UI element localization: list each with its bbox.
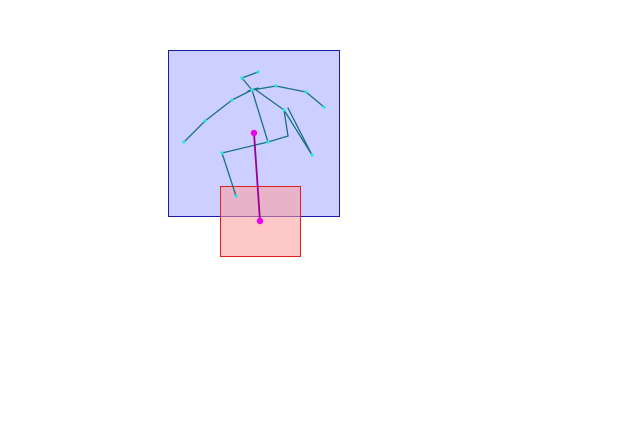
skeleton-joint — [310, 153, 314, 157]
skeleton-joint — [266, 140, 270, 144]
skeleton-bone — [221, 152, 237, 197]
skeleton-bone — [183, 120, 206, 143]
skeleton-joint — [203, 119, 207, 123]
skeleton-joint — [256, 70, 260, 74]
skeleton-bone — [275, 85, 307, 93]
skeleton-bone — [287, 107, 313, 156]
skeleton-joint — [240, 76, 244, 80]
skeleton-bone — [283, 109, 289, 137]
skeleton-joint — [230, 98, 234, 102]
skeleton-bone — [305, 91, 325, 108]
skeleton-bone — [283, 109, 313, 156]
skeleton-bone — [221, 141, 269, 154]
skeleton-joint — [304, 90, 308, 94]
skeleton-bone — [204, 99, 233, 122]
skeleton-joint — [220, 151, 224, 155]
skeleton-joint — [322, 105, 326, 109]
skeleton-bone — [267, 135, 289, 143]
skeleton-joint — [182, 140, 186, 144]
skeleton-bone — [241, 71, 259, 79]
connector-line — [253, 132, 261, 222]
skeleton-joint — [234, 194, 238, 198]
skeleton-bone — [231, 89, 253, 101]
connector-end-point — [256, 217, 264, 225]
skeleton-bone — [251, 85, 277, 91]
connector-start-point — [250, 129, 258, 137]
skeleton-bone — [241, 77, 253, 91]
skeleton-joint — [282, 108, 286, 112]
skeleton-bone — [255, 89, 285, 111]
skeleton-joint — [274, 84, 278, 88]
skeleton-bone — [251, 89, 269, 143]
pose-joints — [182, 70, 326, 198]
skeleton-joint — [250, 88, 254, 92]
